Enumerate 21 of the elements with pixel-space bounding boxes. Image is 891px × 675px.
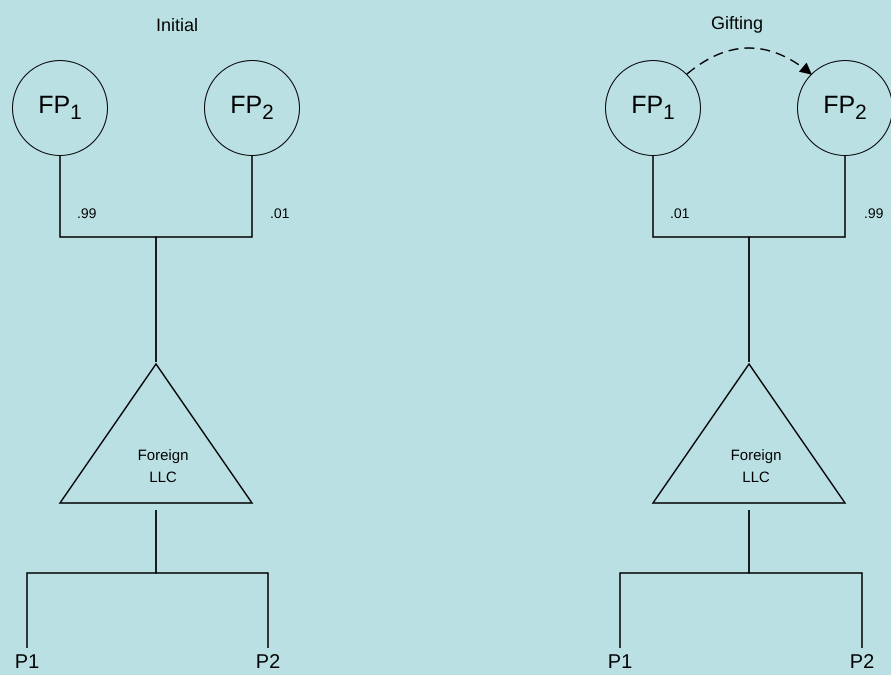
share-label: .99: [77, 205, 96, 221]
entity-name: Foreign LLC: [730, 446, 782, 488]
ownership-line: [748, 510, 863, 648]
arrow: [686, 47, 812, 75]
entity-circle: FP$_{2}$: [797, 60, 891, 156]
partner-label: P1: [605, 650, 635, 675]
ownership-line: [748, 156, 846, 362]
share-label: .01: [270, 205, 290, 221]
panel-heading: Initial: [156, 14, 198, 36]
entity-name: Foreign LLC: [136, 446, 190, 488]
share-label: .01: [670, 205, 690, 221]
entity-circle: FP$_{1}$: [12, 60, 108, 156]
partner-label: P2: [847, 650, 877, 675]
ownership-line: [155, 510, 269, 648]
transfer-label: Gifting: [711, 12, 764, 34]
partner-label: P1: [12, 650, 42, 675]
ownership-line: [155, 156, 253, 362]
entity-circle: FP$_{1}$: [605, 60, 701, 156]
partner-label: P2: [253, 650, 283, 675]
entity-circle: FP$_{2}$: [204, 60, 300, 156]
share-label: .99: [864, 205, 884, 221]
